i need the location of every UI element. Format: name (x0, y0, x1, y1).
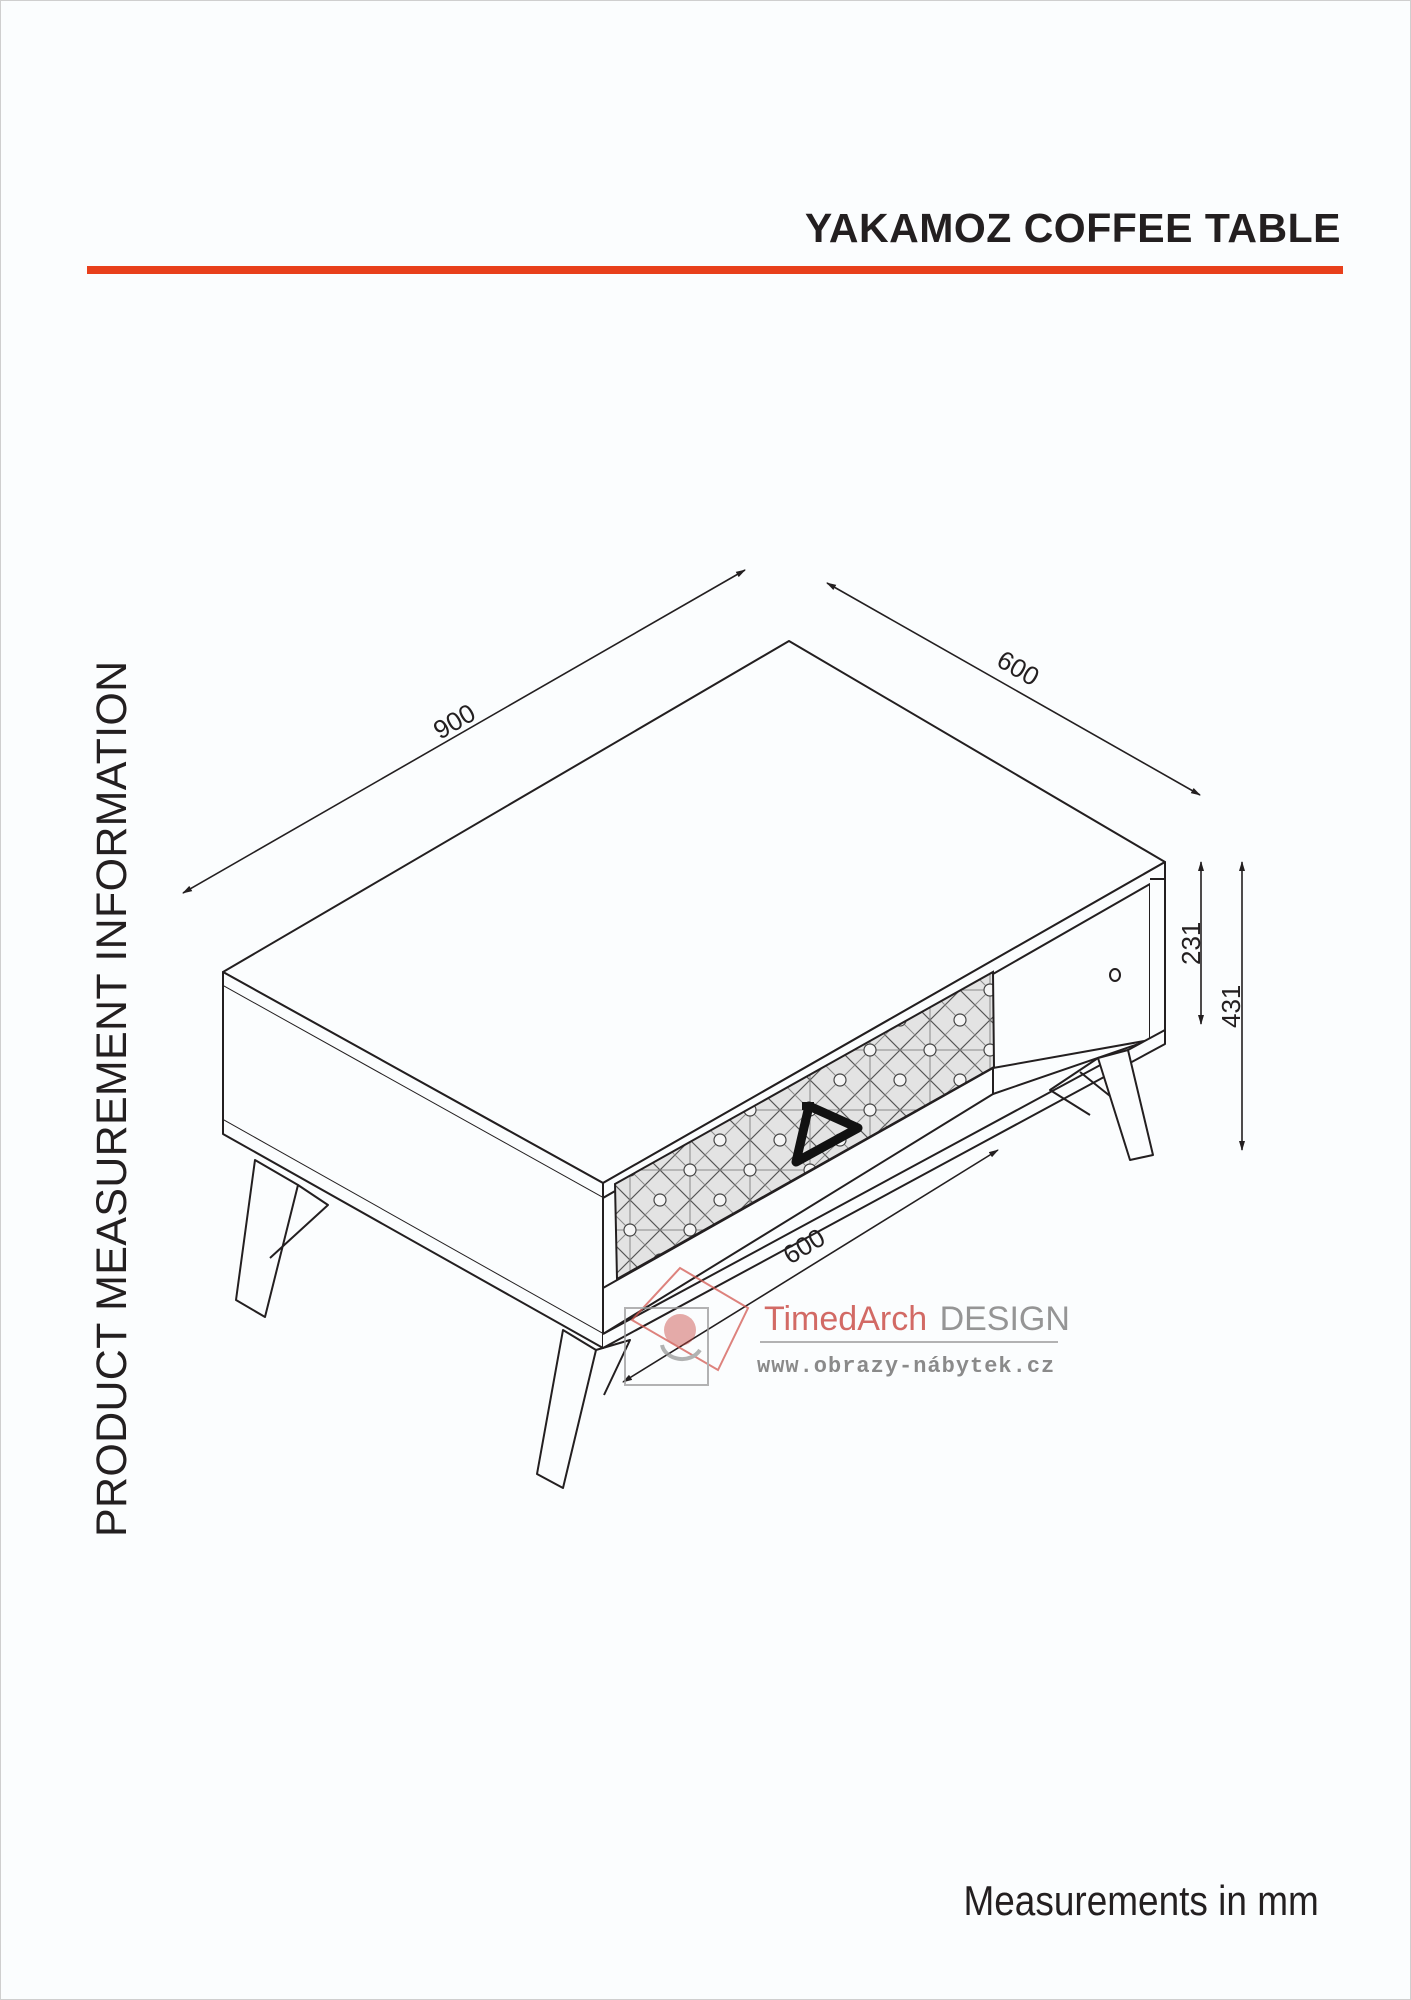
watermark-brand: TimedArch DESIGN (764, 1300, 1070, 1338)
page-title: YAKAMOZ COFFEE TABLE (804, 205, 1341, 251)
dim-length-label: 900 (428, 698, 481, 746)
drawer-handle (791, 1101, 863, 1167)
dim-line-drawer (622, 1149, 999, 1383)
units-note: Measurements in mm (963, 1877, 1319, 1924)
dim-shelf-height-label: 231 (1176, 922, 1206, 965)
leg-front-left (235, 1159, 299, 1318)
dim-line-depth (826, 582, 1201, 796)
leg-front-center (536, 1329, 597, 1489)
leg-back-right (1097, 1049, 1154, 1161)
dim-line-length (182, 569, 746, 894)
title-underline (87, 266, 1343, 274)
dim-depth-label: 600 (992, 644, 1045, 692)
dim-total-height-label: 431 (1216, 985, 1246, 1028)
watermark-url: www.obrazy-nábytek.cz (757, 1354, 1055, 1379)
watermark-logo (624, 1266, 750, 1386)
watermark: TimedArch DESIGN www.obrazy-nábytek.cz (624, 1266, 1070, 1386)
